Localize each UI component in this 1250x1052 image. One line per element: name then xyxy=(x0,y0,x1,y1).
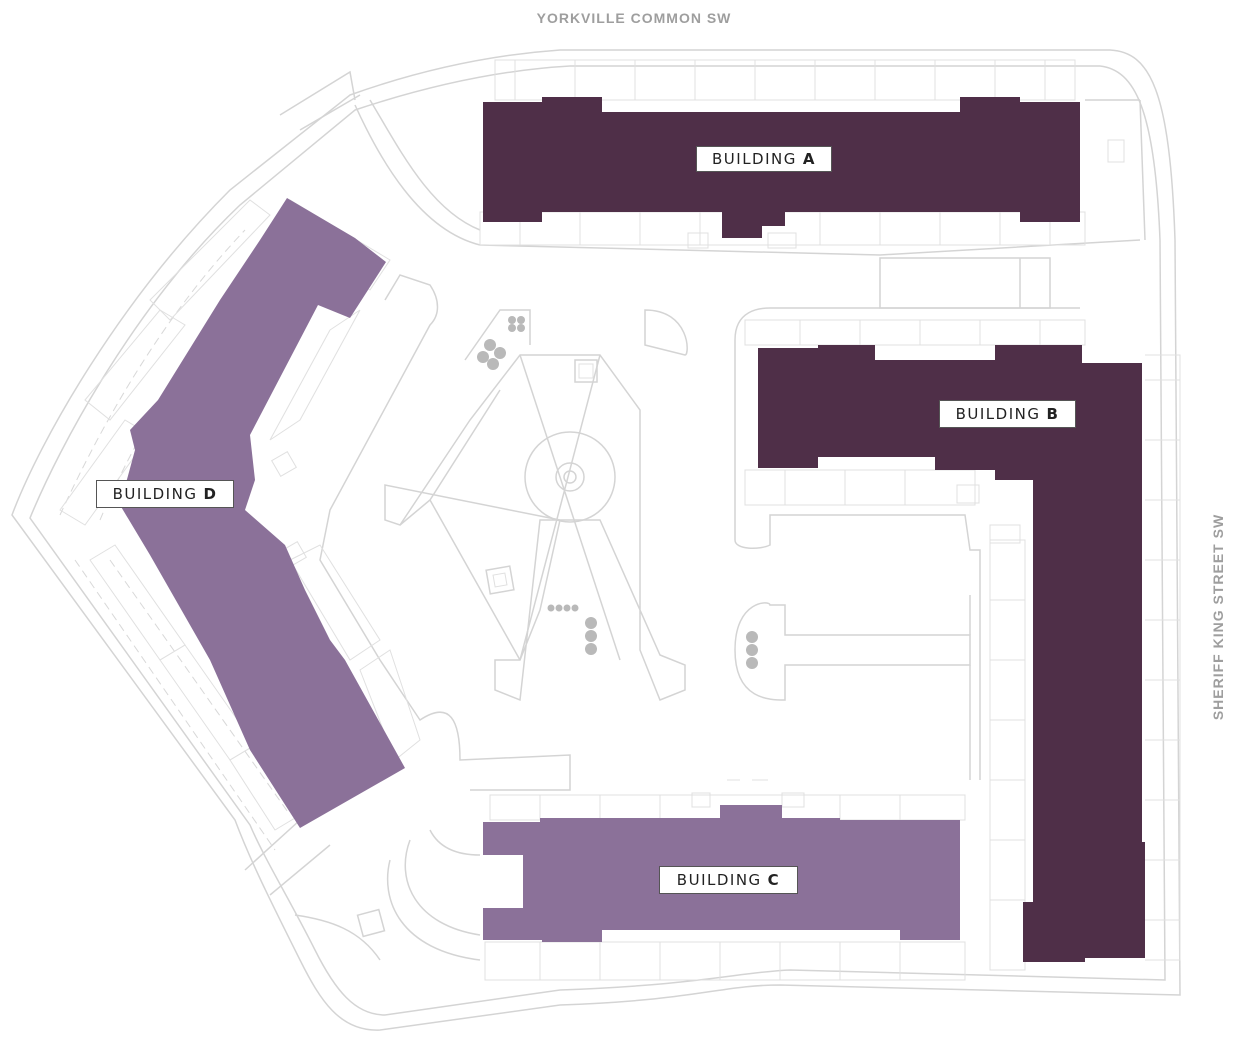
building-d-label-word: BUILDING xyxy=(112,485,198,503)
building-d-label[interactable]: BUILDING D xyxy=(96,480,234,508)
building-a-label[interactable]: BUILDING A xyxy=(696,146,832,172)
building-b-label[interactable]: BUILDING B xyxy=(939,400,1076,428)
tree-dot xyxy=(585,643,597,655)
tree-dot xyxy=(494,347,506,359)
building-b-label-letter: B xyxy=(1046,405,1060,423)
tree-dot xyxy=(746,631,758,643)
building-d-footprint[interactable] xyxy=(120,198,405,828)
tree-dot xyxy=(555,604,563,612)
tree-clusters xyxy=(477,316,758,669)
tree-dot xyxy=(477,351,489,363)
tree-dot xyxy=(508,324,516,332)
street-label-north: YORKVILLE COMMON SW xyxy=(537,10,732,26)
tree-dot xyxy=(563,604,571,612)
tree-dot xyxy=(508,316,516,324)
tree-dot xyxy=(517,324,525,332)
building-c-label[interactable]: BUILDING C xyxy=(659,866,798,894)
building-c-label-letter: C xyxy=(767,871,781,889)
unit-outlines xyxy=(59,59,1181,981)
tree-dot xyxy=(487,358,499,370)
site-outline xyxy=(11,49,1181,1031)
tree-dot xyxy=(746,657,758,669)
tree-dot xyxy=(484,339,496,351)
tree-dot xyxy=(547,604,555,612)
tree-dot xyxy=(585,617,597,629)
building-a-label-word: BUILDING xyxy=(712,150,797,168)
building-b-label-word: BUILDING xyxy=(955,405,1041,423)
tree-dot xyxy=(585,630,597,642)
street-label-east: SHERIFF KING STREET SW xyxy=(1210,514,1226,720)
building-d-label-letter: D xyxy=(203,485,218,503)
tree-dot xyxy=(571,604,579,612)
central-courtyard xyxy=(271,232,1080,808)
building-a-label-letter: A xyxy=(802,150,816,168)
tree-dot xyxy=(517,316,525,324)
building-b-footprint[interactable] xyxy=(758,345,1145,962)
building-c-label-word: BUILDING xyxy=(676,871,762,889)
tree-dot xyxy=(746,644,758,656)
